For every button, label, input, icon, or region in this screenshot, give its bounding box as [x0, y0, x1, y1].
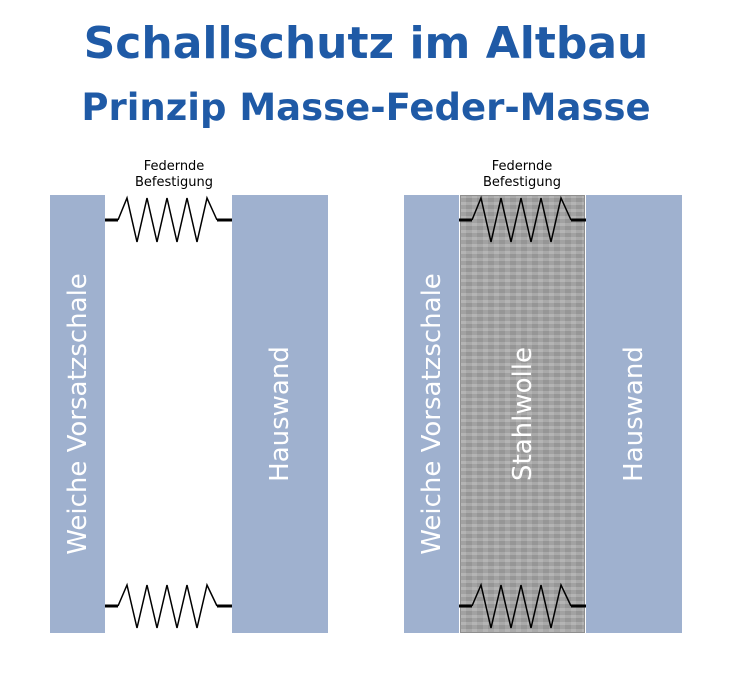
left-top-spring [105, 195, 232, 243]
page-subtitle: Prinzip Masse-Feder-Masse [81, 86, 651, 129]
left-spring-label-line1: Federnde [143, 159, 205, 174]
right-top-spring [459, 195, 586, 243]
right-spring-label: Federnde Befestigung [447, 159, 597, 191]
right-spring-label-line2: Befestigung [483, 175, 561, 190]
right-bottom-spring [459, 582, 586, 629]
right-outer-wall: Hauswand [586, 195, 682, 633]
left-outer-wall: Hauswand [232, 195, 328, 633]
right-spring-label-line1: Federnde [491, 159, 553, 174]
left-bottom-spring [105, 582, 232, 629]
left-inner-wall: Weiche Vorsatzschale [50, 195, 105, 633]
left-spring-label-line2: Befestigung [135, 175, 213, 190]
right-inner-wall: Weiche Vorsatzschale [404, 195, 459, 633]
steel-wool-fill: Stahlwolle [460, 195, 585, 633]
page-title: Schallschutz im Altbau [83, 18, 649, 69]
left-spring-label: Federnde Befestigung [99, 159, 249, 191]
